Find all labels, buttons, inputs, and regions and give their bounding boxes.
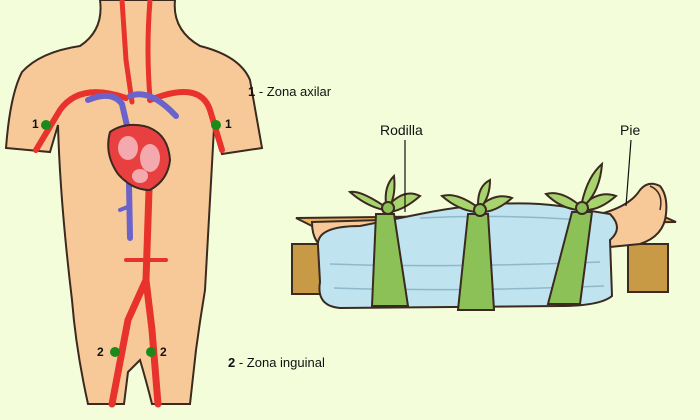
- legend-zone-axilar-number: 1: [248, 84, 256, 99]
- heart: [107, 123, 172, 192]
- vein-left: [85, 92, 131, 133]
- point-groin-right: [146, 347, 156, 357]
- legend-zone-inguinal-text: - Zona inguinal: [235, 355, 325, 370]
- point-axilla-left: [41, 120, 51, 130]
- artery-arm-right: [147, 89, 225, 153]
- vein-stub: [118, 204, 132, 212]
- splint-end-right: [627, 243, 669, 293]
- heart-chamber-right: [140, 144, 160, 172]
- bandage-2: [439, 178, 514, 311]
- torso-figure: [4, 0, 264, 408]
- label-knee: Rodilla: [380, 122, 423, 138]
- point-axilla-right: [211, 120, 221, 130]
- label-point-axilla-right: 1: [225, 117, 232, 131]
- bandage-1: [347, 173, 422, 307]
- heart-chamber-left: [118, 136, 138, 160]
- heart-core: [132, 169, 148, 183]
- label-foot: Pie: [620, 122, 641, 138]
- legend-zone-axilar: 1 - Zona axilar: [248, 84, 331, 99]
- label-point-groin-left: 2: [97, 345, 104, 359]
- toes: [649, 185, 662, 211]
- legend-zone-inguinal-number: 2: [228, 355, 236, 370]
- artery-arm-left: [33, 89, 129, 153]
- label-point-axilla-left: 1: [32, 117, 39, 131]
- arteries: [33, 0, 225, 408]
- bandage-3: [544, 161, 618, 305]
- leader-foot: [625, 139, 632, 207]
- aorta: [108, 156, 154, 408]
- leg-splint-figure: [291, 139, 677, 311]
- carotid-right: [145, 0, 153, 101]
- label-point-groin-right: 2: [160, 345, 167, 359]
- artery-leg-right: [142, 276, 162, 408]
- blanket-fold-3: [419, 215, 581, 221]
- legend-zone-inguinal: 2 - Zona inguinal: [228, 355, 325, 370]
- vein-right: [127, 91, 179, 119]
- carotid-left: [119, 0, 135, 105]
- legend-zone-axilar-text: - Zona axilar: [255, 84, 332, 99]
- point-groin-left: [110, 347, 120, 357]
- body-silhouette: [4, 0, 264, 405]
